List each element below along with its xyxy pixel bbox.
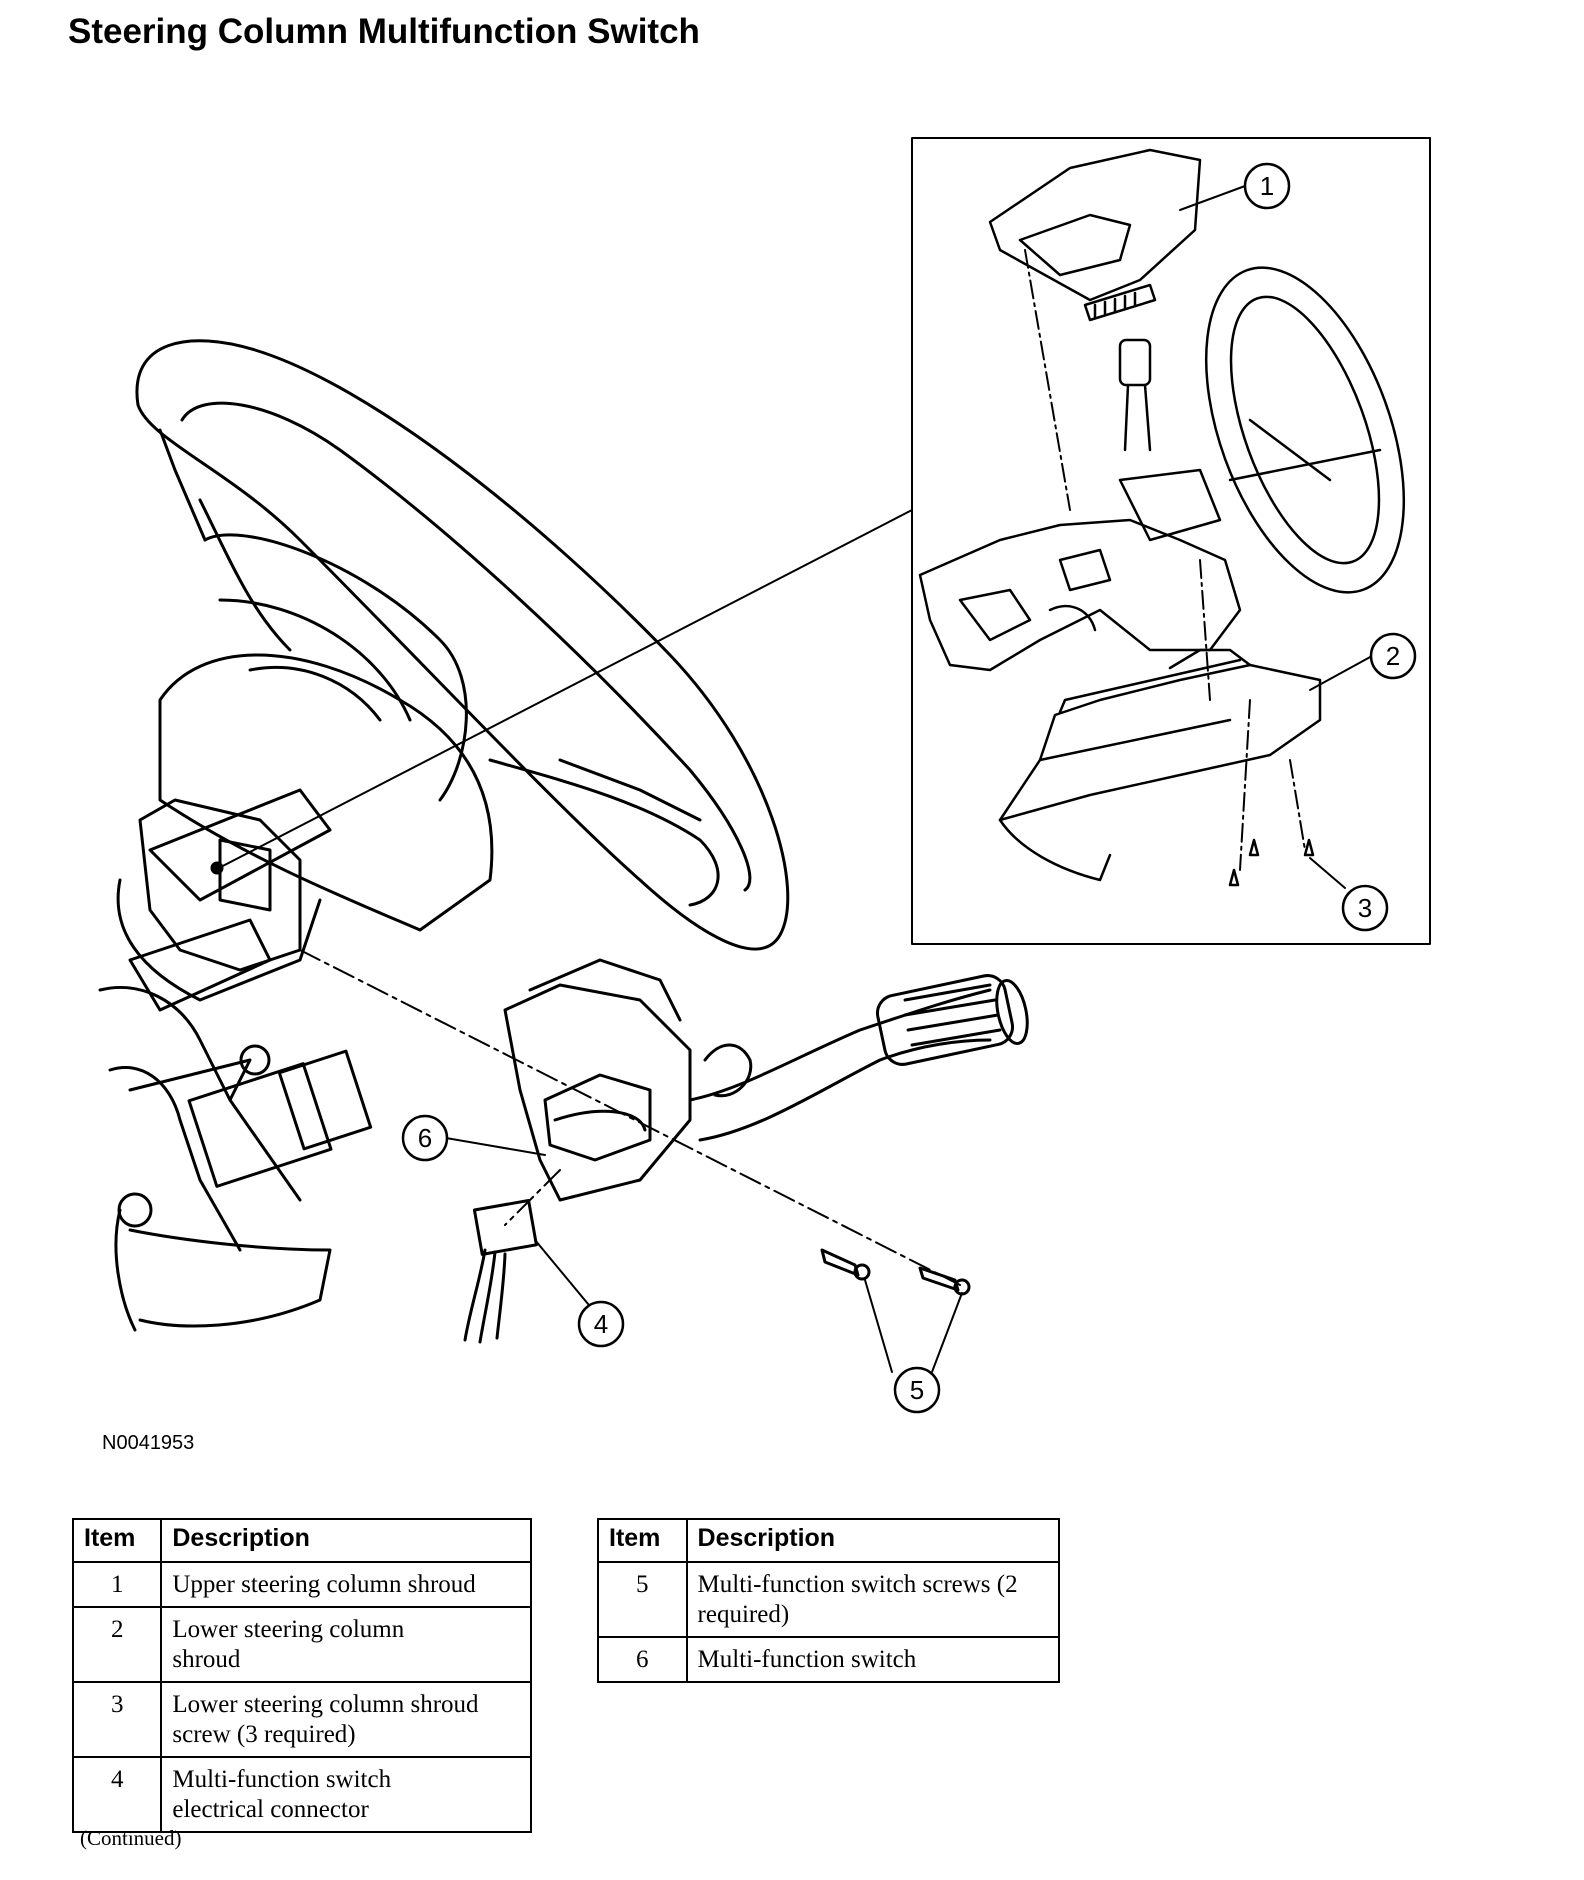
item-description: Upper steering column shroud (160, 1561, 532, 1608)
callout-3: 3 (1341, 884, 1389, 932)
svg-text:2: 2 (1386, 641, 1400, 671)
item-number: 4 (71, 1756, 163, 1833)
callout-2: 2 (1369, 632, 1417, 680)
item-description: Multi-function switch electrical connect… (160, 1756, 532, 1833)
table-row: 3 Lower steering column shroud screw (3 … (71, 1681, 532, 1758)
callout-6: 6 (401, 1114, 449, 1162)
svg-text:3: 3 (1358, 893, 1372, 923)
svg-text:5: 5 (910, 1375, 924, 1405)
item-description: Multi-function switch (685, 1636, 1061, 1683)
svg-text:1: 1 (1260, 171, 1274, 201)
table-row: 1 Upper steering column shroud (71, 1561, 532, 1608)
item-number: 2 (71, 1606, 163, 1683)
item-description: Multi-function switch screws (2 required… (685, 1561, 1061, 1638)
callout-1: 1 (1243, 162, 1291, 210)
svg-text:6: 6 (418, 1123, 432, 1153)
item-number: 6 (597, 1636, 688, 1683)
svg-text:4: 4 (594, 1309, 608, 1339)
table-header-row: Item Description (71, 1518, 532, 1563)
steering-wheel-drawing (98, 339, 790, 1332)
callout-4: 4 (577, 1300, 625, 1348)
item-description: Lower steering column shroud screw (3 re… (160, 1681, 532, 1758)
item-number: 3 (71, 1681, 163, 1758)
item-number: 1 (71, 1561, 163, 1608)
multifunction-switch-drawing (503, 958, 1029, 1202)
parts-table-right: Item Description 5 Multi-function switch… (597, 1518, 1061, 1683)
figure-id: N0041953 (102, 1432, 195, 1454)
exploded-view-illustration: 1 2 3 4 5 6 (98, 137, 1431, 1414)
item-column-header: Item (597, 1518, 688, 1563)
inset-illustration (918, 148, 1406, 887)
connector-drawing (463, 1198, 538, 1344)
item-description: Lower steering column shroud (160, 1606, 532, 1683)
parts-table-left: Item Description 1 Upper steering column… (71, 1518, 532, 1833)
description-column-header: Description (160, 1518, 532, 1563)
item-number: 5 (597, 1561, 688, 1638)
description-column-header: Description (685, 1518, 1061, 1563)
table-header-row: Item Description (597, 1518, 1061, 1563)
table-row: 6 Multi-function switch (597, 1636, 1061, 1683)
switch-screws-drawing (820, 1248, 971, 1296)
table-row: 5 Multi-function switch screws (2 requir… (597, 1561, 1061, 1638)
page-title: Steering Column Multifunction Switch (68, 12, 700, 51)
item-column-header: Item (71, 1518, 163, 1563)
continued-note: (Continued) (80, 1826, 182, 1850)
table-row: 4 Multi-function switch electrical conne… (71, 1756, 532, 1833)
table-row: 2 Lower steering column shroud (71, 1606, 532, 1683)
callout-5: 5 (893, 1366, 941, 1414)
